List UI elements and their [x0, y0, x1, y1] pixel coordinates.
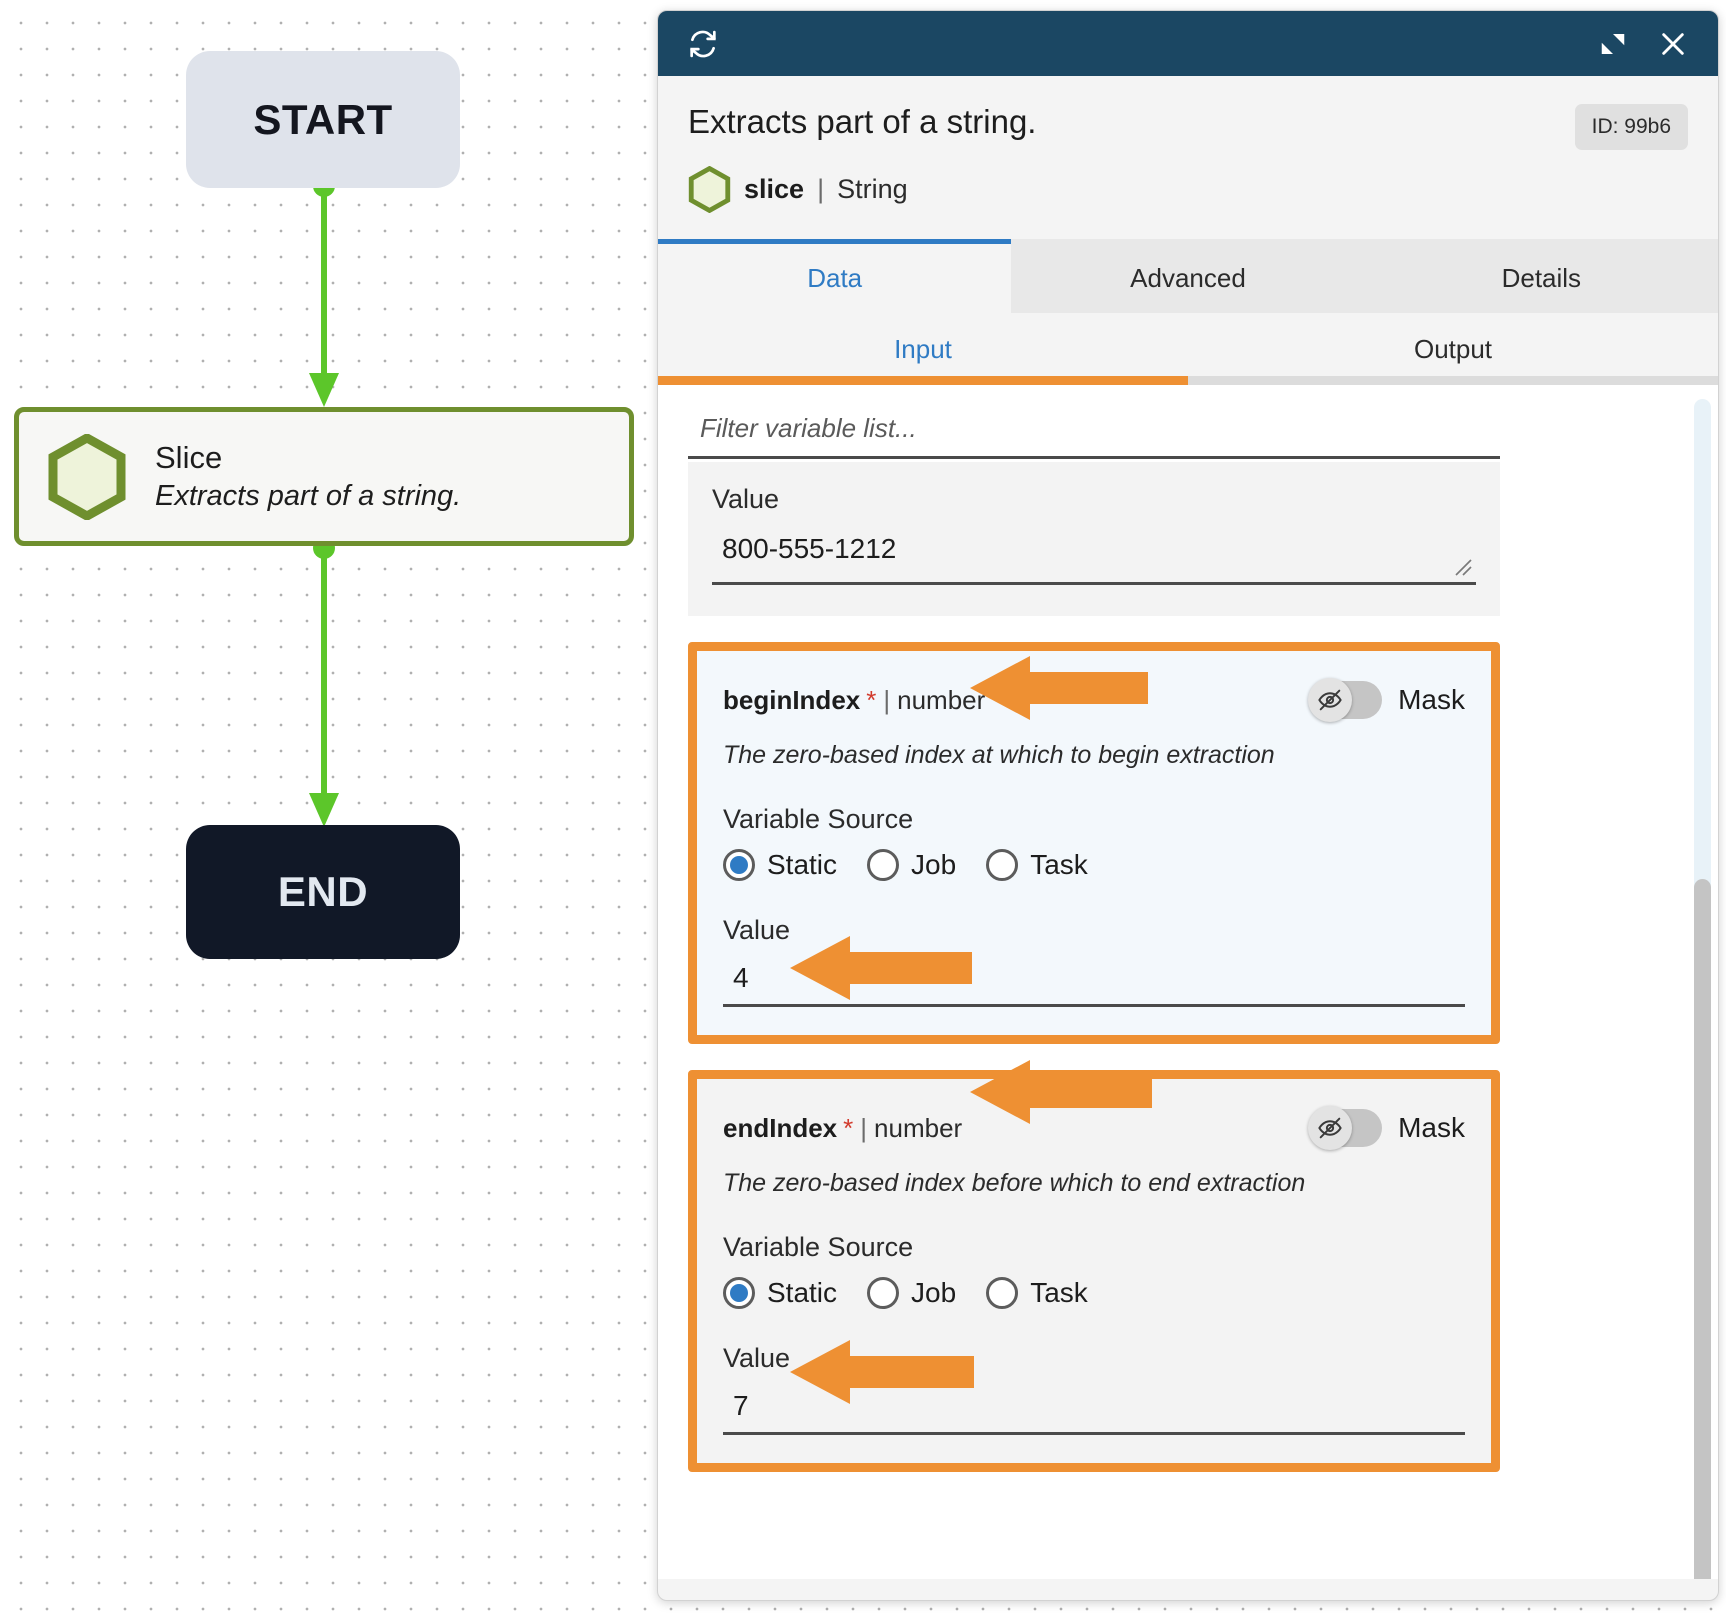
param-description: The zero-based index before which to end… — [723, 1169, 1306, 1197]
required-marker: * — [843, 1112, 854, 1143]
close-icon[interactable] — [1650, 21, 1696, 67]
radio-task-indicator — [986, 849, 1019, 881]
restore-down-icon[interactable] — [1590, 21, 1636, 67]
start-node-label: START — [253, 95, 393, 143]
param-header-beginindex: beginIndex * | number — [723, 678, 1465, 722]
slice-node-description: Extracts part of a string. — [155, 480, 462, 512]
radio-job-indicator — [867, 849, 900, 881]
radio-job-indicator — [867, 1277, 900, 1309]
tab-output[interactable]: Output — [1188, 313, 1718, 385]
tab-input-underline — [658, 376, 1188, 385]
filter-variable-input[interactable] — [688, 407, 1500, 459]
param-block-beginindex: beginIndex * | number — [688, 642, 1500, 1044]
node-identity: slice | String — [688, 165, 1688, 214]
variable-source-radio-group: Static Job Task — [723, 849, 1465, 881]
end-node-label: END — [277, 868, 369, 915]
variable-source-label: Variable Source — [723, 1232, 914, 1262]
param-type: number — [897, 684, 986, 715]
variable-source-radio-group: Static Job Task — [723, 1277, 1465, 1309]
panel-tabs: Data Advanced Details — [658, 239, 1718, 313]
radio-job[interactable]: Job — [867, 849, 956, 881]
panel-header: Extracts part of a string. ID: 99b6 slic… — [658, 76, 1718, 223]
radio-task[interactable]: Task — [986, 1277, 1088, 1309]
string-value-textarea[interactable] — [712, 533, 1476, 585]
radio-static-label: Static — [767, 849, 838, 880]
param-separator: | — [883, 684, 891, 715]
input-variables-list[interactable]: Value beginIndex * — [658, 385, 1718, 1579]
endindex-value-input[interactable] — [723, 1384, 1465, 1435]
tab-output-underline — [1188, 376, 1718, 385]
mask-label: Mask — [1398, 684, 1465, 715]
required-marker: * — [866, 684, 877, 715]
radio-task-label: Task — [1030, 1277, 1088, 1308]
tab-advanced[interactable]: Advanced — [1011, 239, 1365, 313]
radio-static-indicator — [723, 1277, 755, 1309]
eye-off-icon — [1308, 678, 1353, 722]
beginindex-value-input[interactable] — [723, 956, 1465, 1007]
param-inner-beginindex: beginIndex * | number — [697, 651, 1491, 1035]
node-separator: | — [817, 174, 825, 204]
eye-off-icon — [1308, 1106, 1353, 1150]
tab-input-label: Input — [894, 333, 952, 364]
string-value-wrap — [712, 533, 1476, 590]
radio-static[interactable]: Static — [723, 849, 837, 881]
param-name: endIndex — [723, 1112, 838, 1143]
radio-static[interactable]: Static — [723, 1277, 837, 1309]
string-value-label: Value — [712, 484, 780, 514]
tab-output-label: Output — [1413, 333, 1493, 364]
tab-details[interactable]: Details — [1364, 239, 1718, 313]
tab-data[interactable]: Data — [658, 239, 1012, 313]
tab-input[interactable]: Input — [658, 313, 1188, 385]
radio-job-label: Job — [911, 849, 957, 880]
mask-toggle[interactable] — [1308, 678, 1383, 722]
scrollbar-thumb[interactable] — [1694, 879, 1711, 1579]
radio-task-indicator — [986, 1277, 1019, 1309]
status-badge: ID: 99b6 — [1574, 104, 1688, 150]
param-value-label: Value — [723, 915, 791, 945]
node-properties-panel[interactable]: Extracts part of a string. ID: 99b6 slic… — [657, 10, 1719, 1601]
hexagon-icon — [47, 432, 127, 521]
radio-task-label: Task — [1030, 849, 1088, 880]
node-name: slice — [744, 174, 805, 204]
edge-start-to-slice — [309, 175, 339, 407]
mask-label: Mask — [1398, 1112, 1465, 1143]
param-block-endindex: endIndex * | number — [688, 1070, 1500, 1472]
page-title: Extracts part of a string. — [688, 103, 1037, 140]
hexagon-icon — [688, 165, 731, 214]
scrollbar-track[interactable] — [1694, 399, 1711, 1579]
refresh-icon[interactable] — [680, 21, 726, 67]
param-separator: | — [860, 1112, 868, 1143]
radio-task[interactable]: Task — [986, 849, 1088, 881]
panel-subtabs: Input Output — [658, 313, 1718, 385]
radio-static-label: Static — [767, 1277, 838, 1308]
string-value-card: Value — [688, 462, 1500, 616]
slice-node-title: Slice — [155, 440, 223, 475]
param-inner-endindex: endIndex * | number — [697, 1079, 1491, 1463]
mask-toggle[interactable] — [1308, 1106, 1383, 1150]
param-header-endindex: endIndex * | number — [723, 1106, 1465, 1150]
variable-source-label: Variable Source — [723, 804, 914, 834]
param-type: number — [874, 1112, 963, 1143]
param-description: The zero-based index at which to begin e… — [723, 741, 1275, 769]
radio-job-label: Job — [911, 1277, 957, 1308]
panel-header-top: Extracts part of a string. ID: 99b6 — [688, 103, 1688, 150]
node-type: String — [837, 174, 908, 204]
slice-node[interactable]: Slice Extracts part of a string. — [14, 407, 634, 546]
end-node[interactable]: END — [186, 825, 460, 959]
start-node[interactable]: START — [186, 51, 460, 188]
panel-titlebar — [658, 11, 1718, 76]
param-value-label: Value — [723, 1343, 791, 1373]
mask-control: Mask — [1308, 678, 1465, 722]
radio-job[interactable]: Job — [867, 1277, 956, 1309]
param-name: beginIndex — [723, 684, 861, 715]
mask-control: Mask — [1308, 1106, 1465, 1150]
radio-static-indicator — [723, 849, 755, 881]
edge-slice-to-end — [309, 537, 339, 827]
